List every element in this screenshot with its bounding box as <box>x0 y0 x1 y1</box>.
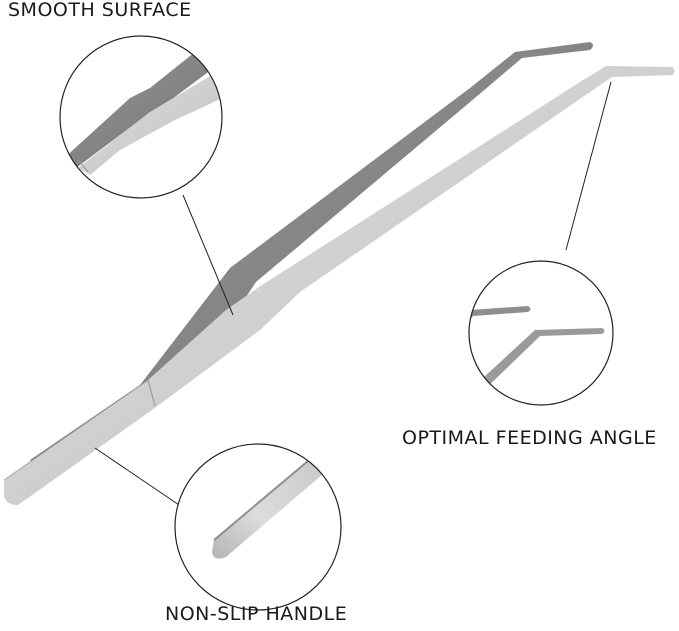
leader-line-angle <box>565 81 612 251</box>
callout-circle-non-slip-handle <box>174 443 342 611</box>
label-non-slip-handle: NON-SLIP HANDLE <box>165 603 348 625</box>
callout-circle-smooth-surface <box>59 35 223 199</box>
leader-line-handle <box>94 447 183 508</box>
label-optimal-feeding-angle: OPTIMAL FEEDING ANGLE <box>402 427 657 449</box>
label-smooth-surface: SMOOTH SURFACE <box>8 0 192 21</box>
tweezers-front-arm <box>3 66 675 505</box>
leader-line-smooth <box>182 194 234 316</box>
callout-circle-feeding-angle <box>468 260 614 406</box>
